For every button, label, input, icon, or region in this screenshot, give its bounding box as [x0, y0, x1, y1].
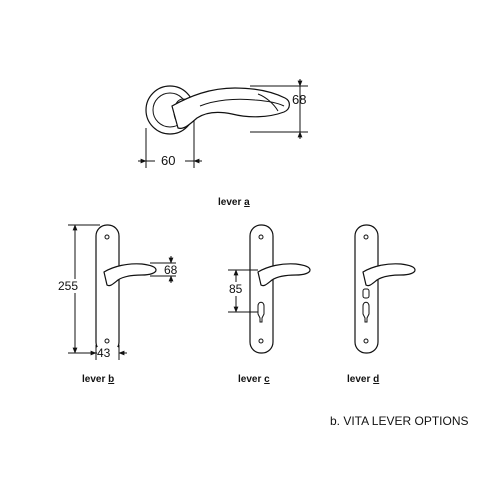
lever-c-screw-bottom: [258, 338, 264, 344]
lever-d-drawing: [354, 224, 416, 354]
lever-a-handle-ridge: [199, 98, 285, 107]
lever-c-backplate: [249, 224, 274, 354]
lever-a-handle: [171, 87, 290, 129]
lever-d-screw-top: [363, 234, 369, 240]
lever-a-handle-tip: [257, 93, 279, 112]
dim-255-bg: [56, 279, 88, 293]
lever-b-backplate: [95, 224, 120, 354]
dim-rose-width: 60: [161, 153, 175, 168]
dim-85-bg: [226, 282, 246, 296]
dim-b-plate-width: 43: [97, 346, 111, 360]
lever-b-drawing: 255 68 43: [56, 224, 178, 360]
lever-b-screw-top: [104, 234, 110, 240]
lever-c-screw-top: [258, 234, 264, 240]
caption-lever-a: lever a: [218, 197, 250, 208]
figure-caption: b. VITA LEVER OPTIONS: [330, 414, 469, 428]
lever-d-screw-bottom: [363, 338, 369, 344]
caption-lever-c: lever c: [238, 374, 270, 385]
lever-b-screw-bottom: [104, 338, 110, 344]
lever-d-turn-slot: [362, 288, 370, 299]
dim-43-bg: [97, 347, 118, 360]
lever-d-handle: [362, 263, 416, 287]
caption-lever-d: lever d: [347, 374, 379, 385]
lever-c-euro-cylinder: [257, 301, 265, 323]
dim-label-bg: [155, 152, 185, 168]
lever-d-euro-cylinder: [362, 301, 370, 323]
caption-lever-b: lever b: [82, 374, 114, 385]
lever-c-drawing: 85: [226, 224, 311, 354]
dim-b-lever-drop: 68: [164, 263, 178, 277]
lever-c-handle: [257, 263, 311, 287]
dim-rose-height: 68: [292, 92, 306, 107]
lever-d-backplate: [354, 224, 379, 354]
dim-c-centres: 85: [229, 282, 243, 296]
lever-b-handle: [103, 263, 157, 287]
dim-b-height: 255: [58, 279, 78, 293]
lever-a-drawing: 68 60: [138, 79, 308, 168]
